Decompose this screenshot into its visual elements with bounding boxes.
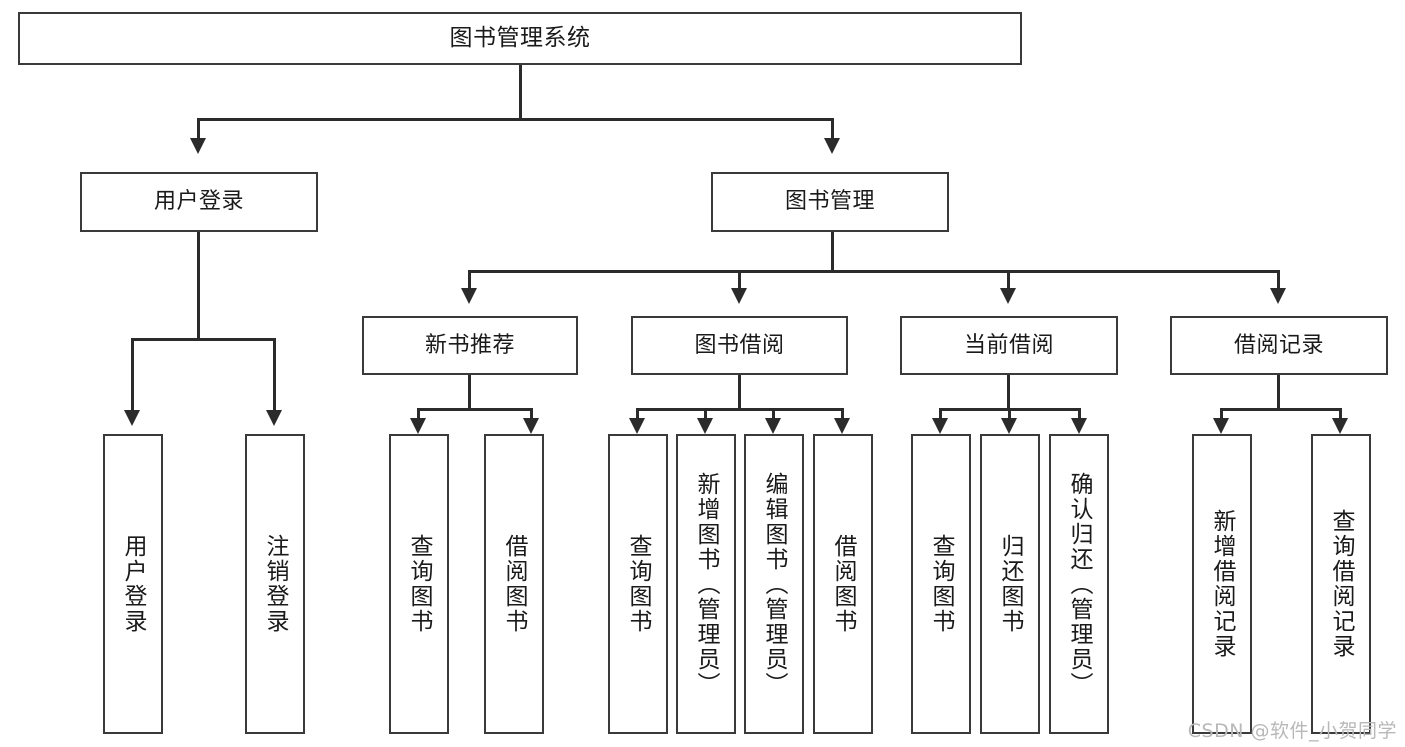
node-label: 编辑图书（管理员）: [761, 471, 788, 697]
connector-book-mgmt-bus: [468, 270, 1280, 273]
connector-to-leaf-cb-2: [1008, 408, 1011, 420]
node-label: 图书借阅: [694, 332, 785, 358]
arrowhead-current-borrow: [1000, 288, 1016, 304]
node-label: 新书推荐: [424, 332, 515, 358]
connector-to-leaf-cb-1: [939, 408, 942, 420]
connector-new-book-stem: [468, 375, 471, 408]
node-label: 注销登录: [262, 534, 289, 634]
arrowhead-book-mgmt: [824, 138, 840, 154]
arrowhead-leaf-bb-1: [629, 418, 645, 434]
node-label: 查询图书: [406, 534, 433, 634]
node-label: 当前借阅: [963, 332, 1054, 358]
leaf-user-login[interactable]: 用户登录: [103, 434, 163, 734]
connector-to-leaf-logout: [273, 338, 276, 412]
node-label: 借阅图书: [830, 534, 857, 634]
node-book-management[interactable]: 图书管理: [711, 172, 949, 232]
arrowhead-leaf-bb-2: [697, 418, 713, 434]
connector-book-mgmt-stem: [831, 232, 834, 270]
leaf-query-book-recommend[interactable]: 查询图书: [389, 434, 449, 734]
node-new-book-recommend[interactable]: 新书推荐: [362, 316, 578, 375]
connector-user-login-stem: [197, 232, 200, 338]
arrowhead-borrow-record: [1270, 288, 1286, 304]
connector-book-borrow-bus: [636, 408, 844, 411]
arrowhead-leaf-borrow-book-1: [523, 418, 539, 434]
connector-borrow-record-bus: [1220, 408, 1342, 411]
connector-to-current-borrow: [1007, 270, 1010, 290]
watermark: CSDN @软件_小贺同学: [1187, 720, 1397, 742]
connector-root-stem: [519, 65, 522, 118]
connector-to-new-book: [468, 270, 471, 290]
connector-to-leaf-cb-3: [1078, 408, 1081, 420]
leaf-query-book-current[interactable]: 查询图书: [911, 434, 971, 734]
connector-book-borrow-stem: [738, 375, 741, 408]
node-label: 查询借阅记录: [1328, 509, 1355, 659]
connector-to-leaf-user-login: [131, 338, 134, 412]
node-label: 借阅记录: [1233, 332, 1324, 358]
node-label: 归还图书: [997, 534, 1024, 634]
node-label: 用户登录: [153, 189, 244, 215]
arrowhead-leaf-logout: [266, 410, 282, 426]
leaf-edit-book-admin[interactable]: 编辑图书（管理员）: [744, 434, 804, 734]
arrowhead-user-login: [190, 138, 206, 154]
node-borrow-record[interactable]: 借阅记录: [1170, 316, 1388, 375]
arrowhead-leaf-query-book-1: [410, 418, 426, 434]
node-label: 查询图书: [625, 534, 652, 634]
arrowhead-leaf-bb-4: [834, 418, 850, 434]
connector-to-leaf-br-1: [1220, 408, 1223, 420]
connector-to-borrow-record: [1277, 270, 1280, 290]
arrowhead-leaf-cb-2: [1001, 418, 1017, 434]
arrowhead-leaf-user-login: [124, 410, 140, 426]
node-label: 新增图书（管理员）: [693, 471, 720, 697]
arrowhead-new-book: [461, 288, 477, 304]
connector-root-bus: [197, 118, 834, 121]
connector-to-leaf-bb-3: [772, 408, 775, 420]
connector-current-borrow-stem: [1007, 375, 1010, 408]
node-root-system[interactable]: 图书管理系统: [18, 12, 1022, 65]
leaf-borrow-book[interactable]: 借阅图书: [813, 434, 873, 734]
connector-user-login-bus: [131, 338, 276, 341]
node-current-borrow[interactable]: 当前借阅: [900, 316, 1118, 375]
arrowhead-leaf-br-1: [1213, 418, 1229, 434]
leaf-add-book-admin[interactable]: 新增图书（管理员）: [676, 434, 736, 734]
connector-to-leaf-bb-1: [636, 408, 639, 420]
connector-to-leaf-borrow-book-1: [530, 408, 533, 420]
connector-to-book-borrow: [738, 270, 741, 290]
arrowhead-leaf-cb-3: [1071, 418, 1087, 434]
leaf-query-book-borrow[interactable]: 查询图书: [608, 434, 668, 734]
arrowhead-leaf-cb-1: [932, 418, 948, 434]
connector-to-leaf-bb-4: [841, 408, 844, 420]
node-user-login[interactable]: 用户登录: [80, 172, 318, 232]
connector-new-book-bus: [417, 408, 533, 411]
connector-root-to-user-login: [197, 118, 200, 140]
connector-to-leaf-bb-2: [704, 408, 707, 420]
node-book-borrow[interactable]: 图书借阅: [631, 316, 848, 375]
leaf-query-borrow-record[interactable]: 查询借阅记录: [1311, 434, 1371, 734]
node-label: 确认归还（管理员）: [1066, 471, 1093, 697]
connector-borrow-record-stem: [1277, 375, 1280, 408]
connector-to-leaf-query-book-1: [417, 408, 420, 420]
connector-root-to-book-mgmt: [831, 118, 834, 140]
node-label: 新增借阅记录: [1209, 509, 1236, 659]
node-label: 查询图书: [928, 534, 955, 634]
connector-to-leaf-br-2: [1339, 408, 1342, 420]
arrowhead-leaf-bb-3: [765, 418, 781, 434]
leaf-logout[interactable]: 注销登录: [245, 434, 305, 734]
arrowhead-book-borrow: [731, 288, 747, 304]
node-label: 用户登录: [120, 534, 147, 634]
leaf-return-book[interactable]: 归还图书: [980, 434, 1040, 734]
leaf-borrow-book-recommend[interactable]: 借阅图书: [484, 434, 544, 734]
node-label: 图书管理: [784, 189, 875, 215]
leaf-add-borrow-record[interactable]: 新增借阅记录: [1192, 434, 1252, 734]
node-label: 借阅图书: [501, 534, 528, 634]
node-label: 图书管理系统: [449, 25, 591, 52]
arrowhead-leaf-br-2: [1332, 418, 1348, 434]
leaf-confirm-return-admin[interactable]: 确认归还（管理员）: [1049, 434, 1109, 734]
